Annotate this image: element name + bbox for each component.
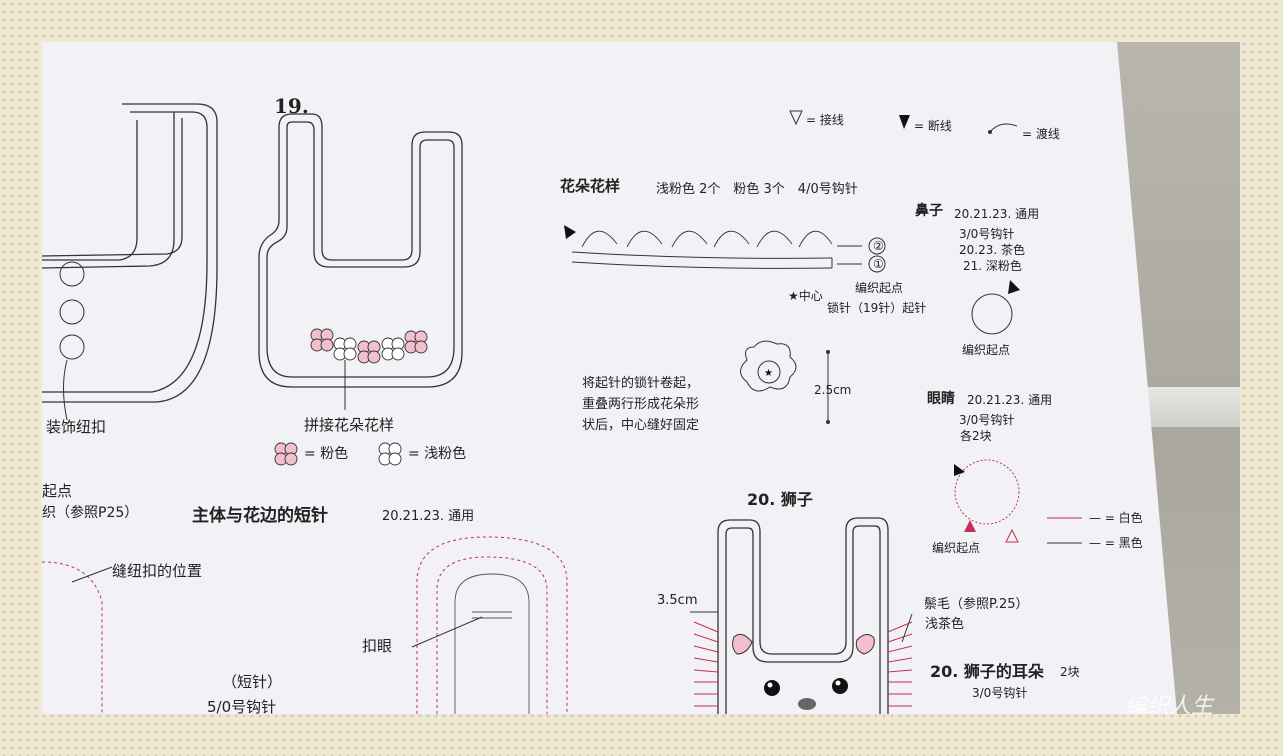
cut-yarn-legend-icon (899, 115, 910, 129)
mane-right (887, 621, 913, 707)
section-19-title: 19. (274, 94, 309, 118)
label-start-point-partial: 起点 (42, 482, 73, 500)
diagram-art: ★ (42, 103, 1082, 714)
flower-instr-3: 状后，中心缝好固定 (582, 418, 700, 433)
body-common: 20.21.23. 通用 (382, 509, 475, 524)
legend-white: — = 白色 (1089, 511, 1143, 525)
body-title: 主体与花边的短针 (192, 506, 328, 526)
floor-rail (1142, 387, 1240, 427)
label-buttonhole: 扣眼 (362, 637, 393, 655)
legend-light-pink: = 浅粉色 (408, 446, 467, 462)
bib-18-outline (42, 103, 218, 403)
button-circle (59, 299, 85, 325)
row-2: ② (873, 239, 884, 253)
lion-mane-color: 浅茶色 (925, 617, 965, 632)
flower-start: 编织起点 (855, 281, 904, 295)
bib-19-outline (258, 113, 463, 388)
flower-instr-1: 将起针的锁针卷起， (582, 376, 700, 391)
label-sc: （短针） (222, 673, 283, 691)
nose-common: 20.21.23. 通用 (954, 207, 1040, 221)
photo: ★ (42, 42, 1240, 714)
body-chart (416, 536, 568, 714)
flower-materials: 浅粉色 2个 粉色 3个 4/0号钩针 (656, 182, 858, 197)
carry-yarn-icon (989, 123, 1018, 133)
lion-ear-hook: 3/0号钩针 (972, 686, 1028, 700)
watermark-logo: 编织人生 (1125, 694, 1214, 719)
eye-common: 20.21.23. 通用 (967, 393, 1053, 407)
button-circle (59, 261, 85, 287)
light-pink-flower-icon (378, 442, 402, 466)
label-decor-button: 装饰纽扣 (46, 418, 107, 436)
lion-title: 20. 狮子 (747, 490, 813, 509)
cut-yarn-icon (564, 225, 576, 239)
rolled-flower (740, 340, 797, 392)
eye-chart (954, 459, 1020, 525)
button-circle (59, 334, 85, 360)
join-yarn-icon (789, 110, 803, 126)
legend-join: = 接线 (806, 113, 844, 127)
legend-black: — = 黑色 (1089, 536, 1143, 550)
legend-cut: = 断线 (914, 119, 952, 133)
label-ref-p25: 织（参照P25） (42, 505, 139, 521)
bib-flowers (310, 328, 428, 364)
eye-hook: 3/0号钩针 (959, 413, 1015, 427)
flower-instr-2: 重叠两行形成花朵形 (582, 397, 700, 412)
nose-hook: 3/0号钩针 (959, 227, 1015, 241)
label-hook: 5/0号钩针 (207, 698, 277, 715)
pink-flower-icon (274, 442, 298, 466)
lion-ear-count: 2块 (1060, 665, 1080, 679)
flower-chain: 锁针（19针）起针 (827, 301, 927, 315)
nose-color-1: 20.23. 茶色 (959, 243, 1025, 257)
lion-bib (717, 517, 889, 714)
flower-size: 2.5cm (814, 383, 852, 397)
eye-start: 编织起点 (932, 541, 981, 555)
legend-carry: = 渡线 (1022, 127, 1060, 141)
eye-count: 各2块 (960, 429, 992, 443)
pattern-page: ★ (42, 42, 1177, 714)
mane-left (693, 621, 719, 707)
svg-text:★: ★ (764, 368, 773, 379)
eye-title: 眼睛 (927, 391, 955, 407)
flower-chart (571, 230, 833, 269)
row-1: ① (873, 257, 884, 271)
label-button-position: 缝纽扣的位置 (112, 562, 203, 580)
lion-mane: 鬃毛（参照P.25） (924, 597, 1029, 612)
lion-size: 3.5cm (657, 593, 698, 608)
nose-color-2: 21. 深粉色 (963, 259, 1022, 273)
label-join-flower: 拼接花朵花样 (304, 416, 395, 434)
nose-chart (971, 293, 1013, 335)
flower-title: 花朵花样 (560, 177, 621, 195)
nose-start: 编织起点 (962, 343, 1011, 357)
flower-center: ★中心 (788, 289, 823, 303)
legend-pink: = 粉色 (304, 446, 349, 462)
nose-title: 鼻子 (915, 203, 943, 219)
lion-ear-title: 20. 狮子的耳朵 (930, 662, 1044, 681)
